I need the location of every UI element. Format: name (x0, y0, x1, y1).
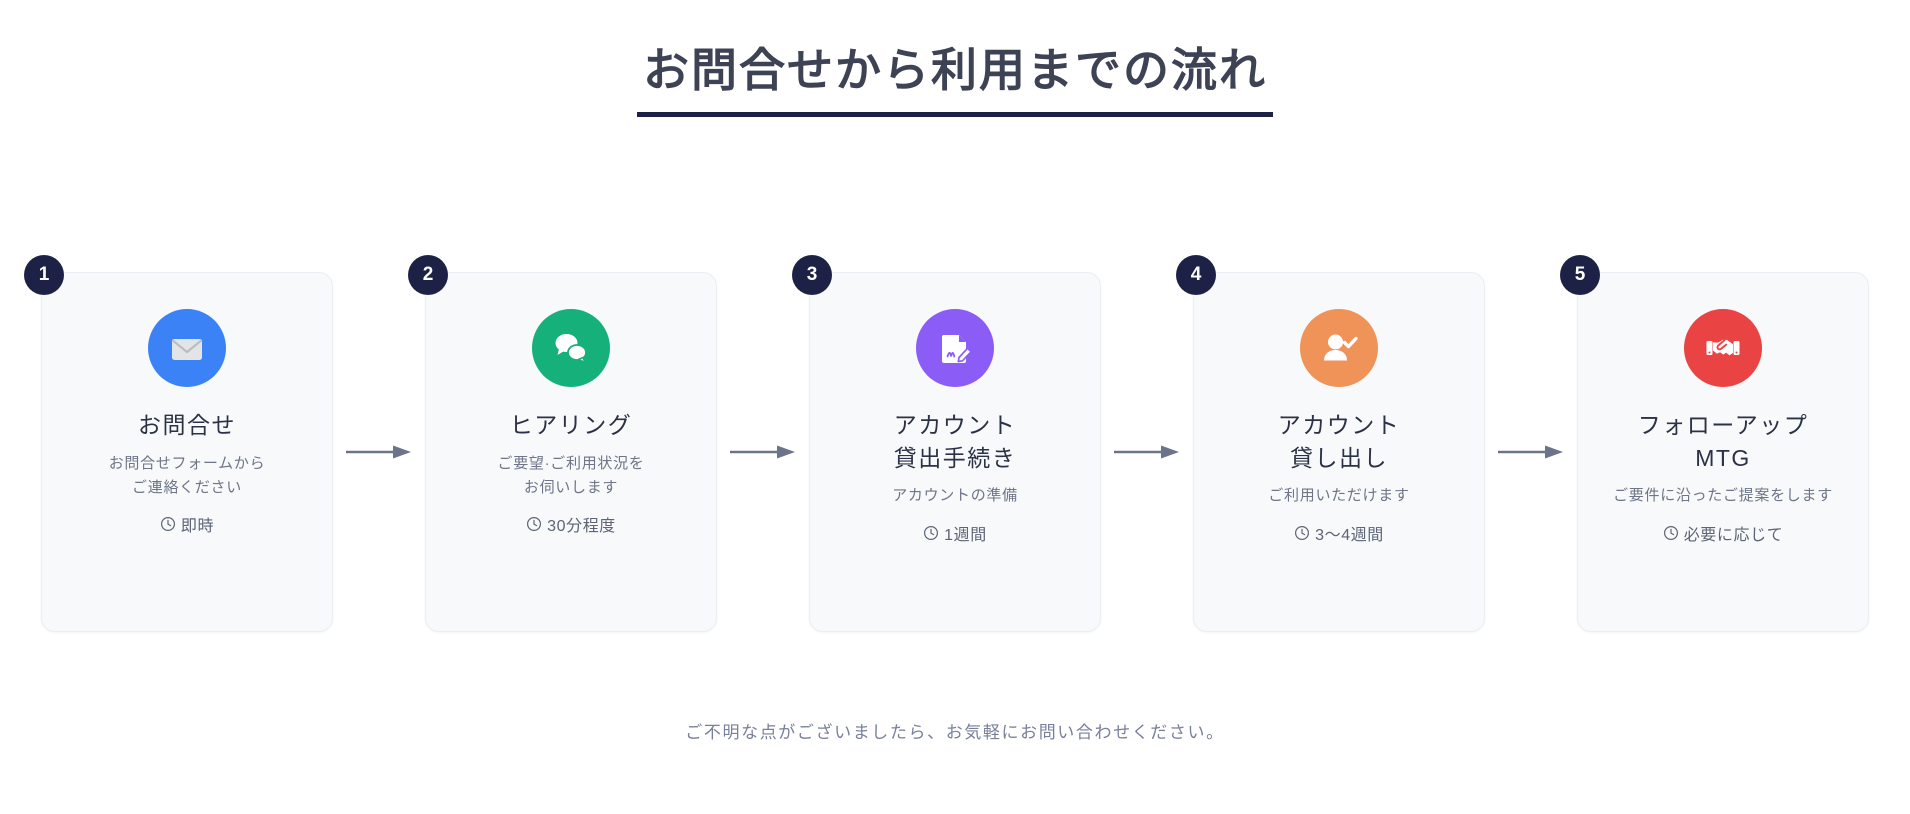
step-card-4[interactable]: 4 アカウント 貸し出し ご利用いただけます (1176, 255, 1485, 632)
step-desc-5-line1: ご要件に沿ったご提案をします (1613, 487, 1833, 505)
arrow-right-icon-1 (333, 272, 425, 632)
step-time-4-label: 3〜4週間 (1315, 526, 1384, 544)
page-title-block: お問合せから利用までの流れ (0, 0, 1910, 118)
step-time-4: 3〜4週間 (1294, 521, 1384, 545)
step-2: 2 ヒアリング ご要望·ご利用状況を お伺いします (408, 255, 717, 632)
step-badge-2: 2 (408, 255, 448, 295)
clock-icon (160, 516, 176, 532)
step-time-3-label: 1週間 (944, 526, 987, 544)
handshake-icon (1684, 309, 1762, 387)
arrow-right-icon-3 (1101, 272, 1193, 632)
step-badge-4: 4 (1176, 255, 1216, 295)
user-check-icon (1300, 309, 1378, 387)
steps-row: 1 お問合せ お問合せフォームから ご連絡ください 即時 (0, 255, 1910, 652)
step-time-1-label: 即時 (180, 518, 215, 536)
clock-icon (923, 525, 939, 541)
step-badge-1: 1 (24, 255, 64, 295)
step-title-5-line2: MTG (1695, 444, 1751, 471)
document-pen-icon (916, 309, 994, 387)
step-time-3: 1週間 (923, 521, 987, 545)
step-desc-5: ご要件に沿ったご提案をします (1607, 484, 1839, 508)
clock-icon (1294, 525, 1310, 541)
step-title-1: お問合せ (138, 412, 236, 438)
step-time-5: 必要に応じて (1663, 521, 1784, 545)
step-title-4-line2: 貸し出し (1290, 444, 1388, 471)
step-card-5[interactable]: 5 フォローアップ MTG ご要件に沿ったご提案を (1560, 255, 1869, 632)
step-desc-2-line2: お伺いします (523, 478, 619, 496)
step-title-4-line1: アカウント (1277, 412, 1401, 438)
speech-bubbles-icon (532, 309, 610, 387)
clock-icon (526, 516, 542, 532)
step-title-2: ヒアリング (509, 412, 633, 438)
step-desc-4: ご利用いただけます (1262, 484, 1415, 508)
step-time-2: 30分程度 (526, 512, 616, 536)
step-desc-1-line2: ご連絡ください (132, 478, 242, 496)
step-card-3[interactable]: 3 アカウント 貸出手続き アカウントの準備 (792, 255, 1101, 632)
step-1: 1 お問合せ お問合せフォームから ご連絡ください 即時 (24, 255, 333, 632)
arrow-right-icon-2 (717, 272, 809, 632)
step-title-3: アカウント 貸出手続き (886, 409, 1025, 474)
step-card-2[interactable]: 2 ヒアリング ご要望·ご利用状況を お伺いします (408, 255, 717, 632)
step-badge-3: 3 (792, 255, 832, 295)
footer-note: ご不明な点がございましたら、お気軽にお問い合わせください。 (685, 723, 1225, 742)
step-title-3-line2: 貸出手続き (893, 444, 1017, 471)
step-5: 5 フォローアップ MTG ご要件に沿ったご提案を (1560, 255, 1869, 632)
step-desc-1-line1: お問合せフォームから (108, 454, 266, 472)
arrow-right-icon-4 (1485, 272, 1577, 632)
step-title-4: アカウント 貸し出し (1270, 409, 1409, 474)
step-desc-3: アカウントの準備 (886, 484, 1024, 508)
step-4: 4 アカウント 貸し出し ご利用いただけます (1176, 255, 1485, 632)
step-desc-3-line1: アカウントの準備 (892, 487, 1018, 505)
step-time-2-label: 30分程度 (547, 518, 616, 536)
step-title-5: フォローアップ MTG (1630, 409, 1817, 474)
page-title: お問合せから利用までの流れ (637, 42, 1273, 118)
step-time-1: 即時 (160, 512, 214, 536)
step-card-1[interactable]: 1 お問合せ お問合せフォームから ご連絡ください 即時 (24, 255, 333, 632)
step-desc-1: お問合せフォームから ご連絡ください (103, 452, 272, 501)
step-3: 3 アカウント 貸出手続き アカウントの準備 (792, 255, 1101, 632)
step-desc-2: ご要望·ご利用状況を お伺いします (492, 452, 651, 501)
envelope-icon (148, 309, 226, 387)
step-title-5-line1: フォローアップ (1637, 412, 1809, 438)
clock-icon (1663, 525, 1679, 541)
step-badge-5: 5 (1560, 255, 1600, 295)
step-desc-2-line1: ご要望·ご利用状況を (497, 454, 645, 472)
step-time-5-label: 必要に応じて (1683, 526, 1784, 544)
step-title-3-line1: アカウント (893, 412, 1017, 438)
step-desc-4-line1: ご利用いただけます (1268, 487, 1410, 505)
